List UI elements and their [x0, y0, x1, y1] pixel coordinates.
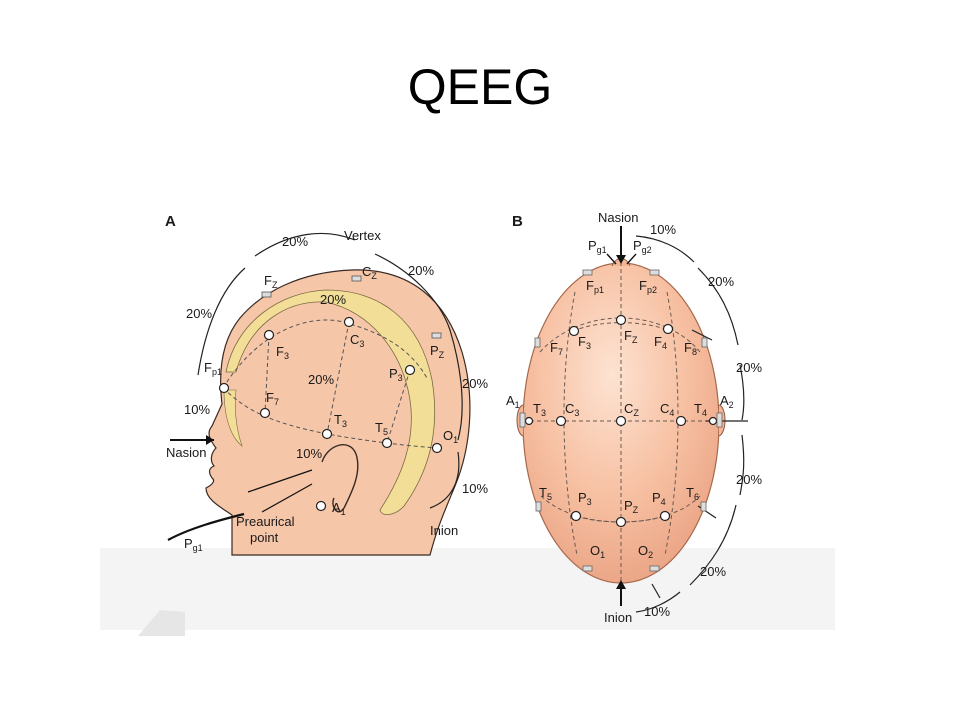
- percent-b-top: 10%: [650, 222, 676, 237]
- inion-label-b: Inion: [604, 610, 632, 625]
- a-arc-left: [197, 267, 246, 376]
- percent-a-occ: 20%: [462, 376, 488, 391]
- panel-a-side-view: A: [165, 213, 488, 556]
- electrode-pz-b: [615, 516, 627, 528]
- a-arc-inion: [429, 451, 460, 509]
- label-pg2-b: Pg2: [633, 238, 652, 255]
- pg-pointers: [606, 253, 637, 265]
- pad-fp1: [582, 269, 593, 276]
- frontal-band: [223, 389, 243, 447]
- a-dashed-midline: [222, 319, 429, 389]
- nasion-label-b: Nasion: [598, 210, 638, 225]
- nasion-arrowhead-b: [616, 255, 626, 264]
- panel-b-letter: B: [512, 213, 523, 230]
- inion-label-a: Inion: [430, 523, 458, 538]
- percent-a-right: 20%: [408, 263, 434, 278]
- electrode-fz-b: [615, 314, 627, 326]
- pad-t6: [700, 501, 707, 512]
- b-electrodes: [524, 314, 718, 528]
- electrode-p3: [404, 364, 416, 376]
- percent-a-left: 20%: [186, 306, 212, 321]
- pad-cz: [351, 275, 362, 282]
- electrode-fp1: [218, 382, 230, 394]
- pad-fp2: [649, 269, 660, 276]
- percent-a-inion: 10%: [462, 481, 488, 496]
- panel-b-top-view: B: [506, 210, 762, 625]
- electrode-t3-b: [524, 416, 534, 426]
- electrode-f7: [259, 407, 271, 419]
- percent-a-ear: 10%: [296, 446, 322, 461]
- pad-fz: [261, 291, 272, 298]
- ear-pointer: [247, 469, 313, 493]
- preaurical-label-line1: Preaurical: [236, 514, 295, 529]
- percent-a-nasion: 10%: [184, 402, 210, 417]
- a-electrodes: [218, 316, 443, 512]
- electrode-f3-b: [568, 325, 580, 337]
- percent-b-right-upper: 20%: [708, 274, 734, 289]
- neck-line: [167, 512, 245, 541]
- label-cz: CZ: [362, 264, 377, 281]
- nasion-label-a: Nasion: [166, 445, 206, 460]
- label-pg1: Pg1: [184, 536, 203, 553]
- a-arc-right: [374, 253, 463, 441]
- electrode-p4-b: [659, 510, 671, 522]
- pad-f7: [534, 337, 541, 348]
- pad-pz: [431, 332, 442, 339]
- electrode-f3: [263, 329, 275, 341]
- electrode-f4-b: [662, 323, 674, 335]
- corner-mark: [138, 610, 185, 636]
- vertex-label: Vertex: [344, 228, 381, 243]
- percent-a-center: 20%: [308, 372, 334, 387]
- percent-a-top: 20%: [282, 234, 308, 249]
- label-a1-b: A1: [506, 393, 520, 410]
- percent-b-right-lower: 20%: [700, 564, 726, 579]
- electrode-c3-b: [555, 415, 567, 427]
- preaurical-pointer: [261, 483, 313, 513]
- electrode-c4-b: [675, 415, 687, 427]
- percent-b-bottom: 10%: [644, 604, 670, 619]
- electrode-a1: [315, 500, 327, 512]
- b-measure-arcs: [635, 235, 745, 613]
- pad-o2: [649, 565, 660, 572]
- label-pg1-b: Pg1: [588, 238, 607, 255]
- pad-t5: [535, 501, 542, 512]
- b-electrode-pads: [519, 269, 723, 572]
- electrode-c3: [343, 316, 355, 328]
- label-a2-b: A2: [720, 393, 734, 410]
- electrode-t5: [381, 437, 393, 449]
- preaurical-label-line2: point: [250, 530, 279, 545]
- pad-f8: [701, 337, 708, 348]
- percent-b-right-mid-upper: 20%: [736, 360, 762, 375]
- a-arc-top: [254, 232, 356, 257]
- label-fz: FZ: [264, 273, 278, 290]
- nasion-arrowhead: [206, 435, 214, 445]
- ear: [321, 444, 359, 513]
- electrode-p3-b: [570, 510, 582, 522]
- electrode-cz-b: [615, 415, 627, 427]
- slide-title: QEEG: [407, 59, 553, 115]
- cortex-band: [225, 289, 436, 516]
- inion-arrowhead-b: [616, 580, 626, 589]
- pad-a1: [519, 412, 526, 428]
- percent-a-inner: 20%: [320, 292, 346, 307]
- label-fp1: Fp1: [204, 360, 222, 377]
- electrode-t3: [321, 428, 333, 440]
- electrode-t4-b: [708, 416, 718, 426]
- pad-o1: [582, 565, 593, 572]
- figure-shadow: [100, 548, 835, 630]
- pad-a2: [716, 412, 723, 428]
- electrode-o1: [431, 442, 443, 454]
- panel-a-letter: A: [165, 213, 176, 230]
- percent-b-right-mid-lower: 20%: [736, 472, 762, 487]
- a-electrode-pads: [261, 275, 442, 339]
- a-dashed-center: [264, 321, 411, 444]
